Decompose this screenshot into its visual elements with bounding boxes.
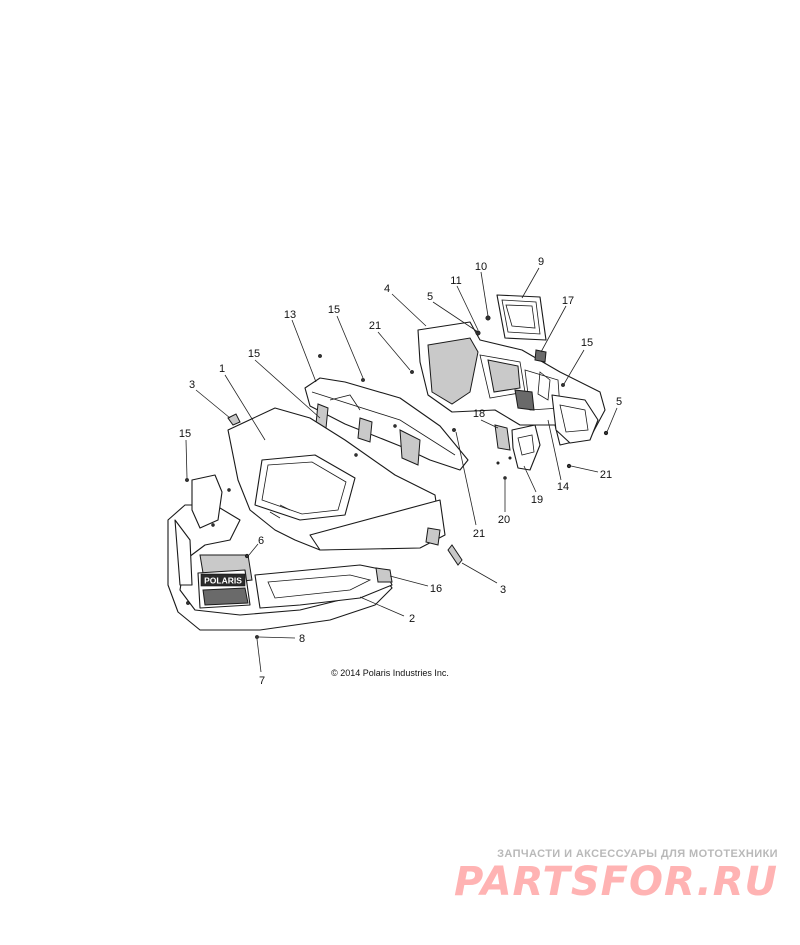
fasteners [185, 315, 609, 639]
callout-5: 5 [427, 291, 433, 303]
callout-21: 21 [473, 528, 485, 540]
callout-4: 4 [384, 283, 390, 295]
callout-5: 5 [616, 396, 622, 408]
front-bumper: POLARIS [167, 474, 393, 631]
grille-badge: POLARIS [200, 573, 246, 587]
callout-7: 7 [259, 675, 265, 687]
leader-lines [185, 267, 618, 673]
callout-3: 3 [189, 379, 195, 391]
front-hood [227, 407, 446, 551]
callout-6: 6 [258, 535, 264, 547]
watermark-tagline: ЗАПЧАСТИ И АКСЕССУАРЫ ДЛЯ МОТОТЕХНИКИ [497, 848, 778, 860]
callout-19: 19 [531, 494, 543, 506]
svg-text:POLARIS: POLARIS [204, 576, 242, 586]
callout-9: 9 [538, 256, 544, 268]
callout-15: 15 [248, 348, 260, 360]
callout-labels: 1 2 3 3 4 5 5 6 7 8 9 10 11 13 14 15 15 … [179, 256, 622, 687]
callout-8: 8 [299, 633, 305, 645]
callout-16: 16 [430, 583, 442, 595]
callout-14: 14 [557, 481, 569, 493]
watermark-logo: PARTSFOR.RU [453, 859, 778, 905]
top-panel [304, 377, 469, 471]
callout-2: 2 [409, 613, 415, 625]
gauge-bezel [496, 294, 547, 341]
callout-11: 11 [450, 275, 461, 287]
callout-21: 21 [369, 320, 381, 332]
callout-10: 10 [475, 261, 487, 273]
callout-15: 15 [179, 428, 191, 440]
copyright-notice: © 2014 Polaris Industries Inc. [331, 668, 449, 678]
watermark: ЗАПЧАСТИ И АКСЕССУАРЫ ДЛЯ МОТОТЕХНИКИ PA… [454, 848, 778, 902]
callout-21: 21 [600, 469, 612, 481]
callout-15: 15 [581, 337, 593, 349]
callout-20: 20 [498, 514, 510, 526]
callout-13: 13 [284, 309, 296, 321]
callout-15: 15 [328, 304, 340, 316]
callout-1: 1 [219, 363, 225, 375]
callout-3: 3 [500, 584, 506, 596]
dash-housing [417, 321, 606, 446]
callout-18: 18 [473, 408, 485, 420]
callout-17: 17 [562, 295, 574, 307]
small-trim-parts [494, 349, 547, 471]
